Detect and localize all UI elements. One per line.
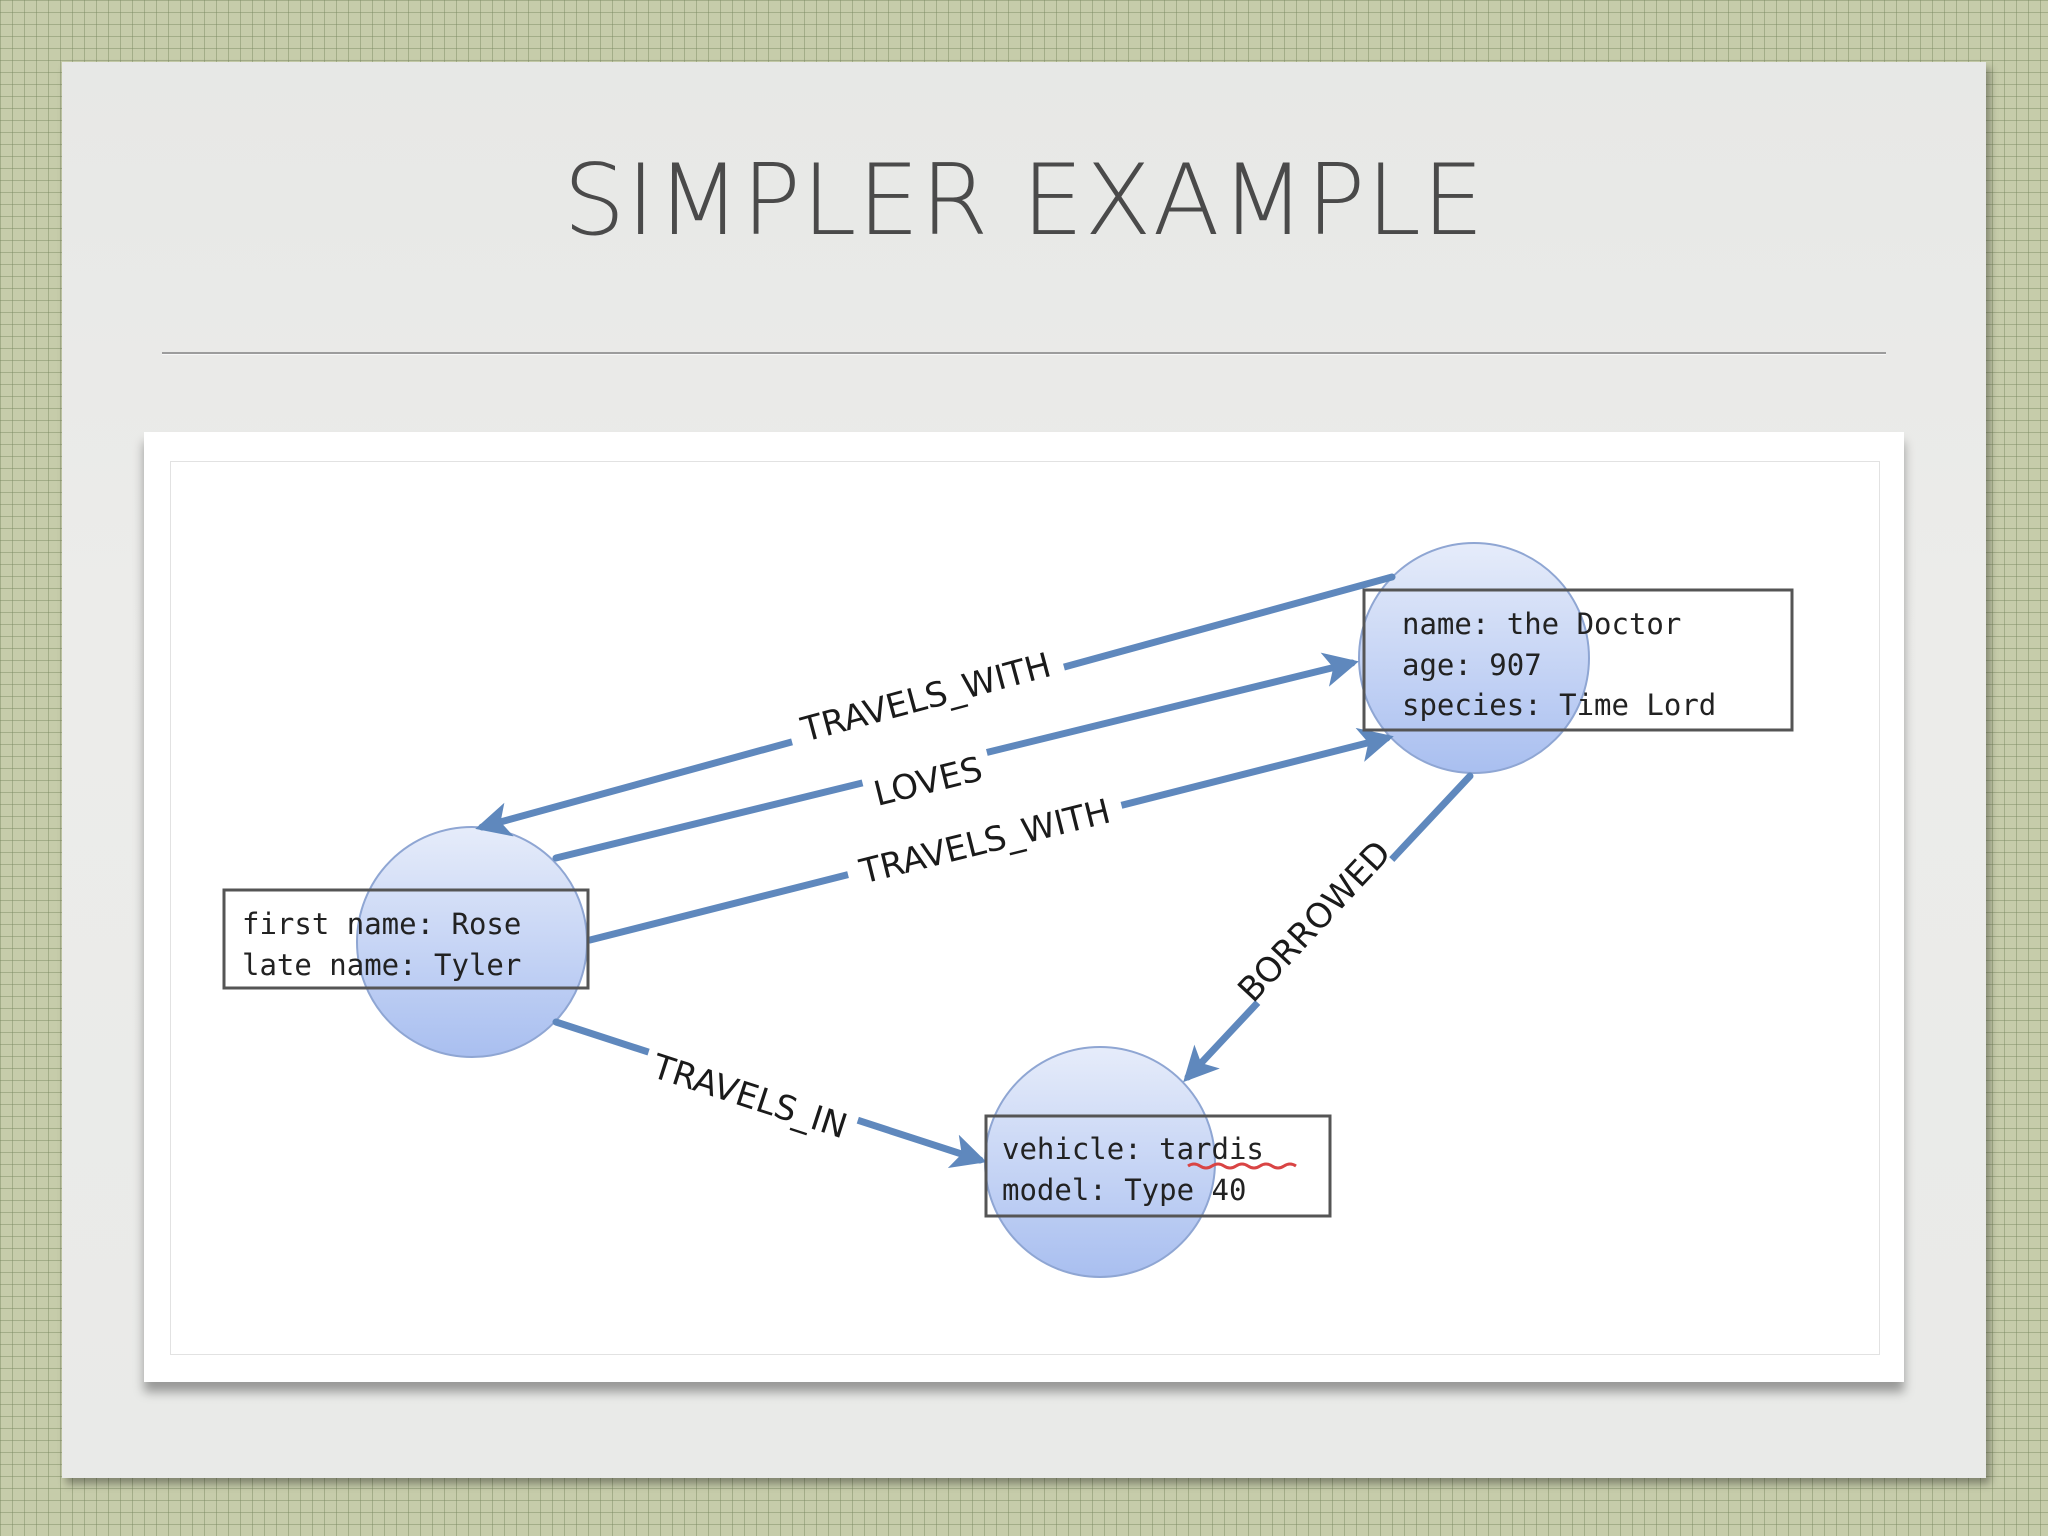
edge-label-bg <box>782 632 1070 762</box>
edge-label-bg <box>1228 832 1400 1010</box>
tardis-properties-box <box>984 1114 1332 1218</box>
edge-label-bg <box>841 778 1129 904</box>
edge-label-bg <box>859 741 997 821</box>
doctor-property-name: name: the Doctor <box>1402 607 1681 641</box>
tardis-property-model: model: Type 40 <box>1002 1173 1246 1207</box>
rose-node-circle <box>356 826 588 1058</box>
rose-property-first-name: first name: Rose <box>242 907 521 941</box>
doctor-node-circle <box>1358 542 1590 774</box>
spellcheck-underline <box>1187 1162 1297 1170</box>
tardis-property-vehicle: vehicle: tardis <box>1002 1132 1264 1166</box>
slide-title: SIMPLER EXAMPLE <box>563 144 1485 258</box>
doctor-property-age: age: 907 <box>1402 648 1542 682</box>
rose-properties-box <box>222 888 590 990</box>
edge-label-borrowed: BORROWED <box>1230 833 1399 1010</box>
title-divider <box>162 352 1886 354</box>
doctor-properties-box <box>1362 588 1794 732</box>
rose-property-late-name: late name: Tyler <box>242 948 521 982</box>
doctor-property-species: species: Time Lord <box>1402 688 1716 722</box>
edge-label-bg <box>636 1035 864 1157</box>
